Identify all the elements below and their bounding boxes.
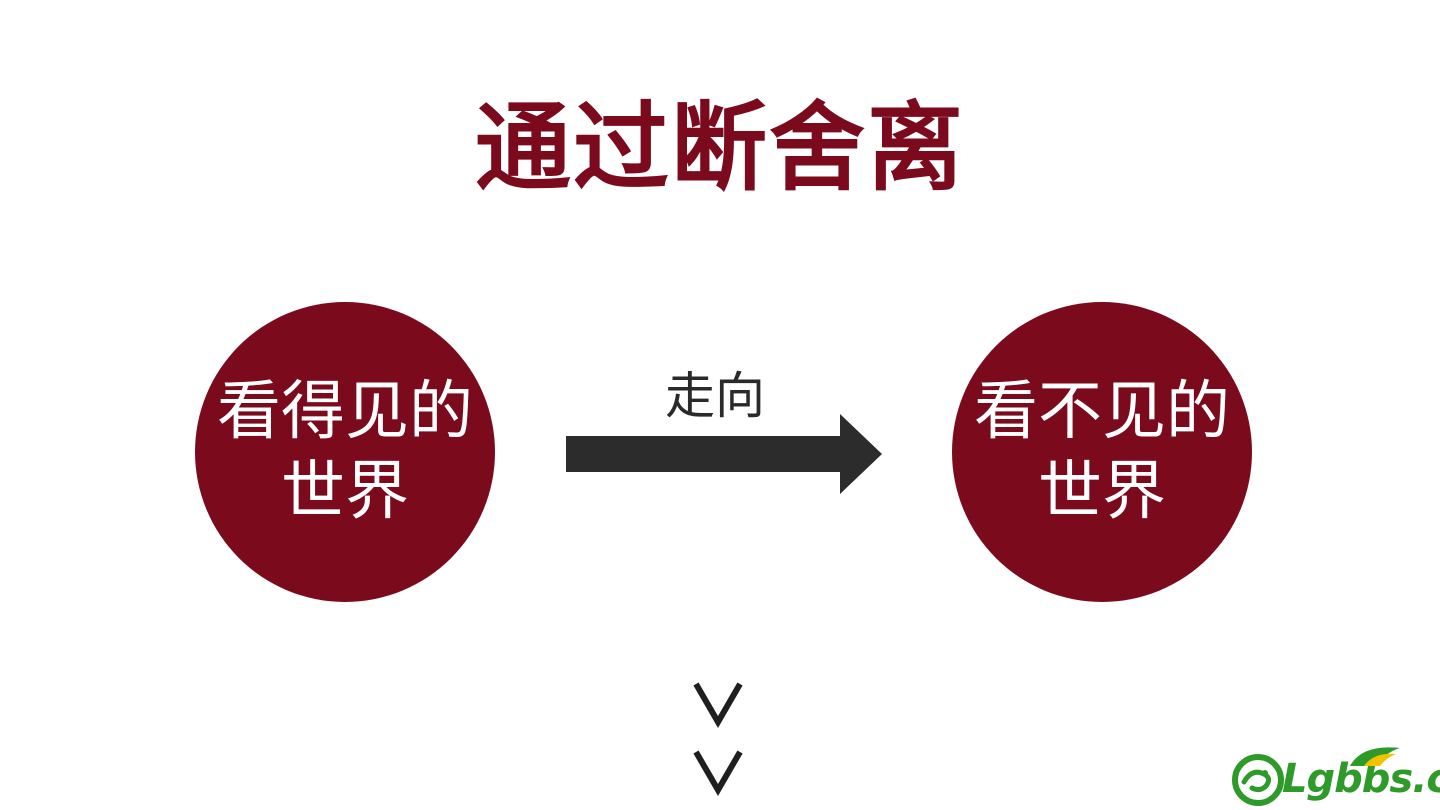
site-logo: Lgbbs.cn bbox=[1232, 742, 1440, 806]
leaf-icon bbox=[1350, 747, 1400, 766]
invisible-world-line2: 世界 bbox=[1038, 455, 1166, 529]
chevron-down-icon bbox=[693, 682, 743, 728]
dragon-logo-icon bbox=[1232, 754, 1284, 806]
right-arrow-shape bbox=[566, 414, 882, 494]
invisible-world-line1: 看不见的 bbox=[974, 375, 1230, 449]
slide-title: 通过断舍离 bbox=[475, 91, 965, 204]
visible-world-circle: 看得见的 世界 bbox=[195, 302, 495, 602]
invisible-world-circle: 看不见的 世界 bbox=[952, 302, 1252, 602]
double-chevron-down-icon bbox=[693, 682, 743, 796]
right-arrow-icon bbox=[566, 414, 882, 494]
visible-world-line2: 世界 bbox=[281, 455, 409, 529]
arrow-label: 走向 bbox=[665, 367, 765, 425]
visible-world-line1: 看得见的 bbox=[217, 375, 473, 449]
chevron-down-icon bbox=[693, 750, 743, 796]
